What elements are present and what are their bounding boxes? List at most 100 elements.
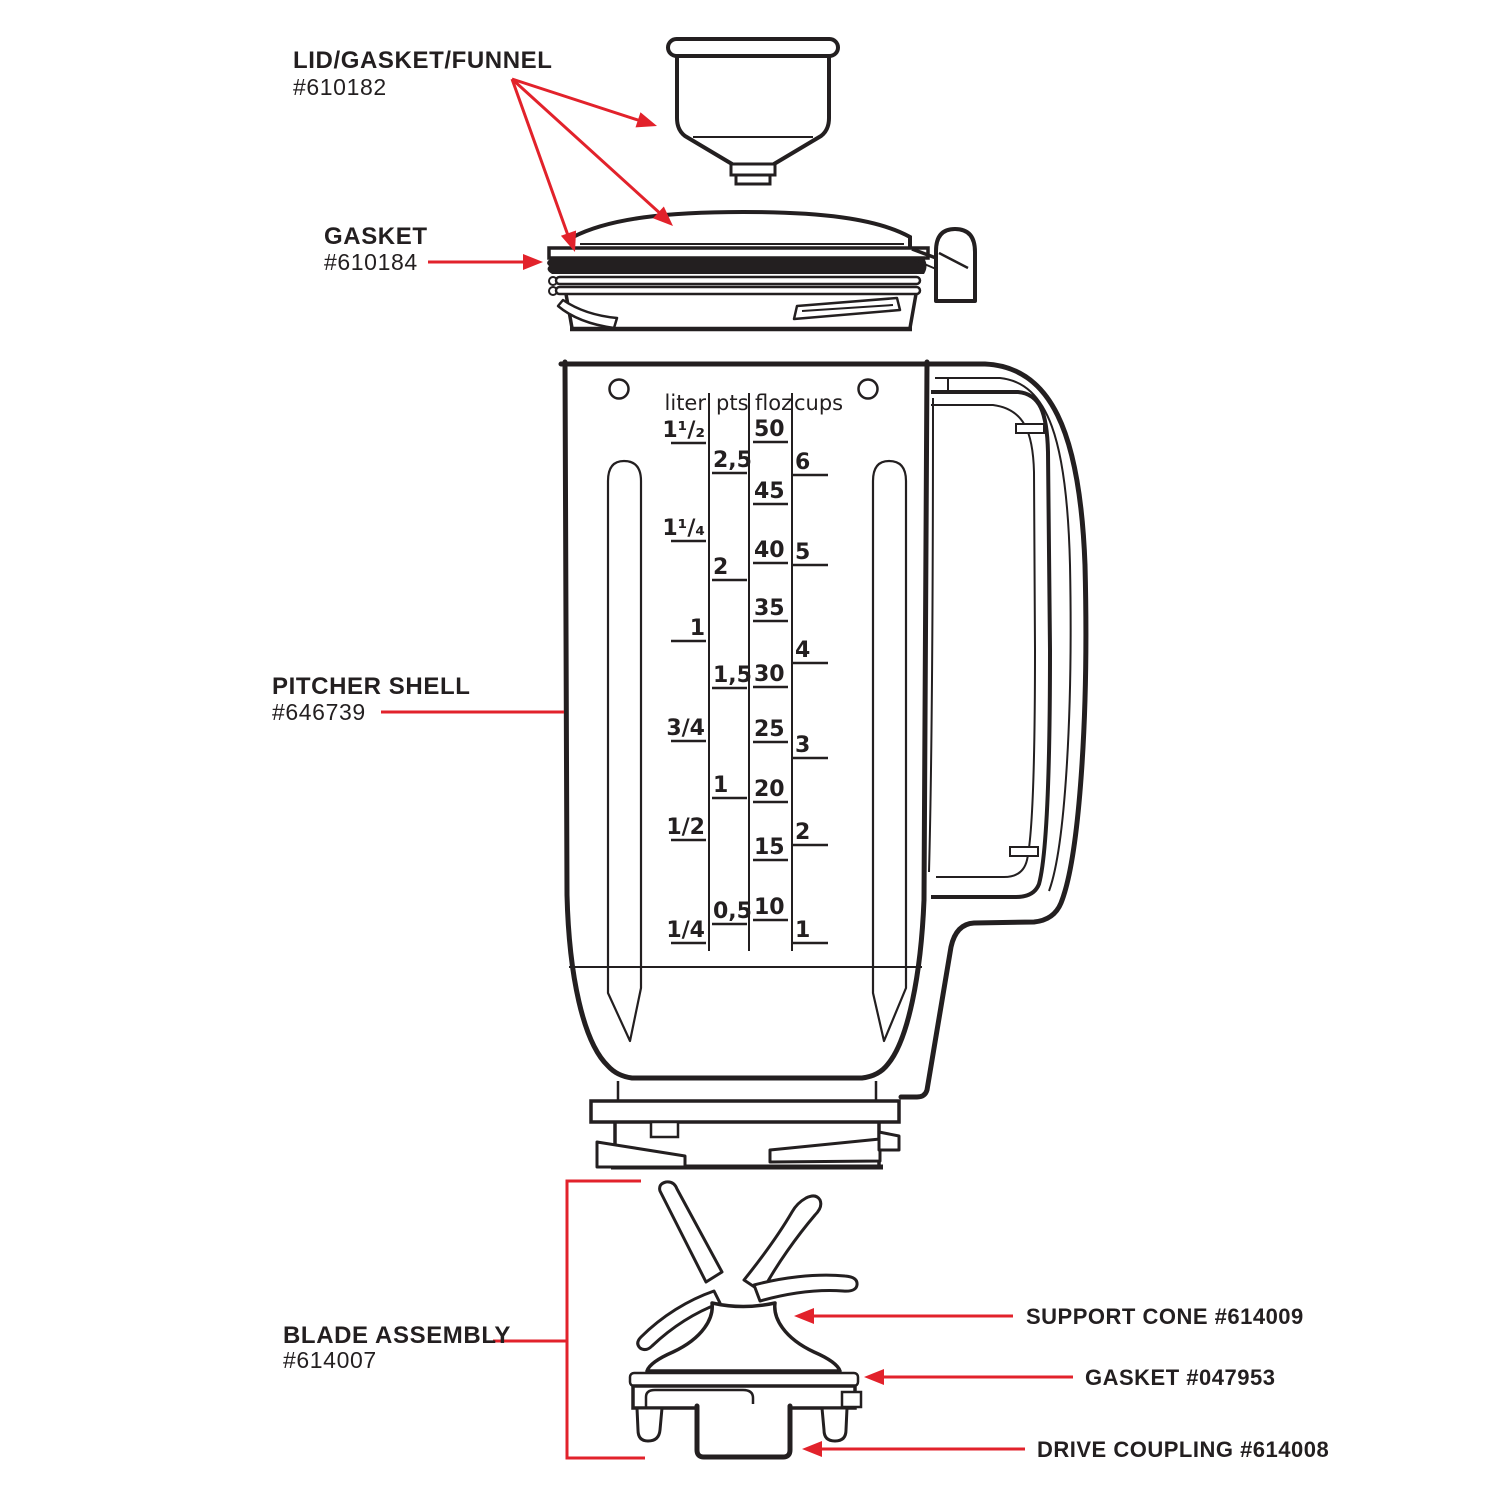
base-tab-right: [877, 1130, 901, 1152]
scale-floz-value: 30: [754, 662, 785, 687]
scale-floz-value: 45: [754, 479, 785, 504]
blade-gasket: [628, 1371, 860, 1388]
arrowhead-funnel: [635, 112, 657, 128]
scale-header-cups: cups: [794, 391, 843, 415]
scale-pts-value: 1: [713, 773, 728, 798]
scale-pts-ticks: [712, 471, 747, 926]
blade-lower-left: [636, 1289, 722, 1352]
label-gasket-bottom: GASKET #047953: [1085, 1365, 1275, 1390]
handle-pin-top: [1015, 423, 1045, 434]
lid-tab-connector-1: [911, 247, 937, 260]
label-support-cone: SUPPORT CONE #614009: [1026, 1304, 1304, 1329]
base-tongue-left: [595, 1140, 687, 1169]
lid-right-latch-line: [801, 304, 894, 312]
scale-liter-value: 1: [690, 616, 705, 641]
scale-floz-ticks: [753, 440, 788, 922]
lid-kit-arrow-lines: [510, 77, 665, 242]
scale-cups-value: 6: [795, 450, 810, 475]
scale-pts-value: 2: [713, 555, 728, 580]
lid-dome: [571, 209, 912, 248]
funnel-right-wall: [772, 56, 831, 166]
lid-tab-detail-line: [938, 251, 969, 270]
funnel-left-wall: [675, 56, 734, 166]
arrowhead-support-cone: [794, 1308, 814, 1324]
support-cone: [645, 1301, 842, 1373]
scale-floz-value: 50: [754, 417, 785, 442]
label-blade-assembly-part: #614007: [283, 1347, 377, 1373]
lid-side-tab: [934, 227, 977, 303]
scale-floz-value: 35: [754, 596, 785, 621]
label-drive-coupling: DRIVE COUPLING #614008: [1037, 1437, 1329, 1462]
scale-liter-value: 1¹/₄: [662, 516, 705, 541]
scale-pts-value: 2,5: [713, 448, 752, 473]
scale-header-pts: pts: [716, 391, 749, 415]
pitcher-slot-left: [606, 459, 643, 1043]
callout-arrows: [381, 77, 1073, 1460]
lid-left-latch: [556, 298, 619, 330]
measurement-scale: liter pts floz cups 1¹/₂ 1¹/₄ 1 3/4 1/2 …: [662, 391, 843, 951]
drive-coupling: [694, 1403, 793, 1460]
callout-labels: LID/GASKET/FUNNEL #610182 GASKET #610184…: [272, 47, 1329, 1462]
label-pitcher-shell-title: PITCHER SHELL: [272, 673, 470, 700]
blade-housing-slot: [644, 1388, 755, 1411]
arrowhead-lid-gasket: [560, 230, 577, 252]
pitcher-shell-part: [558, 359, 1089, 1170]
label-gasket-top-title: GASKET: [324, 223, 428, 250]
handle-inner-contour: [935, 377, 1072, 892]
funnel-part: [666, 37, 840, 186]
scale-header-floz: floz: [755, 391, 792, 415]
handle-opening-inner: [931, 404, 1037, 878]
blade-foot-right: [820, 1406, 849, 1443]
scale-cups-value: 3: [795, 733, 810, 758]
scale-cups-ticks: [793, 473, 828, 945]
label-pitcher-shell-part: #646739: [272, 699, 366, 725]
label-lid-gasket-funnel-title: LID/GASKET/FUNNEL: [293, 47, 553, 74]
scale-cups-value: 5: [795, 540, 810, 565]
scale-floz-value: 40: [754, 538, 785, 563]
label-blade-assembly-title: BLADE ASSEMBLY: [283, 1322, 511, 1349]
scale-floz-value: 10: [754, 895, 785, 920]
pitcher-top-and-handle-outline: [558, 361, 1089, 1100]
scale-floz-value: 25: [754, 717, 785, 742]
scale-header-liter: liter: [665, 391, 707, 415]
blade-housing-tab: [840, 1390, 863, 1409]
scale-cups-value: 4: [795, 638, 810, 663]
lid-brim: [547, 246, 930, 260]
pitcher-hole-left: [608, 378, 630, 400]
scale-cups-value: 2: [795, 820, 810, 845]
funnel-spout: [729, 162, 777, 177]
label-lid-gasket-funnel-part: #610182: [293, 74, 387, 100]
pitcher-body: [562, 359, 930, 1081]
funnel-rim: [666, 37, 840, 58]
scale-liter-value: 1/2: [666, 815, 705, 840]
label-gasket-top-part: #610184: [324, 249, 418, 275]
blade-right: [752, 1273, 859, 1303]
scale-liter-ticks: [671, 441, 706, 945]
base-flange: [589, 1099, 901, 1124]
lid-tab-connector-2: [914, 259, 937, 270]
handle-opening: [931, 390, 1053, 899]
blade-upper-right: [742, 1194, 823, 1294]
blade-assembly-bracket: [493, 1179, 645, 1460]
pitcher-slot-right: [871, 459, 908, 1043]
lid-rib-2: [554, 285, 922, 296]
scale-liter-value: 3/4: [666, 716, 705, 741]
lid-rib-1: [554, 275, 922, 286]
scale-column-separators: [708, 393, 793, 951]
blade-upper-left: [658, 1180, 724, 1284]
arrowhead-gasket-top: [523, 254, 543, 270]
scale-cups-value: 1: [795, 918, 810, 943]
handle-pin-bottom: [1009, 846, 1039, 857]
scale-liter-value: 1/4: [666, 918, 705, 943]
base-tongue-right: [768, 1137, 882, 1164]
lid-part: [547, 209, 977, 332]
blade-foot-left: [635, 1406, 664, 1443]
arrowhead-drive-coupling: [802, 1441, 822, 1457]
scale-pts-value: 1,5: [713, 663, 752, 688]
arrowhead-gasket-bottom: [864, 1369, 884, 1385]
pitcher-back-rim-line: [928, 397, 934, 873]
funnel-spout-lip: [734, 173, 772, 186]
blade-assembly-part: [628, 1180, 863, 1460]
